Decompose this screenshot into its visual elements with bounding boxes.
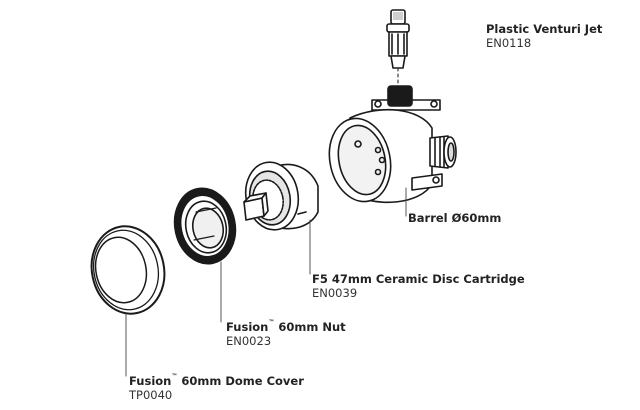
part-name: Plastic Venturi Jet: [486, 22, 603, 36]
part-code: EN0118: [486, 36, 532, 51]
ceramic-cartridge: [243, 161, 319, 231]
dome-cover: [90, 225, 166, 315]
label-nut: Fusion™ 60mm Nut EN0023: [226, 319, 346, 349]
part-name: Barrel Ø60mm: [408, 211, 502, 225]
venturi-jet: [386, 9, 410, 89]
label-dome-cover: Fusion™ 60mm Dome Cover TP0040: [129, 373, 304, 403]
label-barrel: Barrel Ø60mm: [408, 211, 501, 225]
part-code: EN0023: [226, 334, 272, 349]
part-code: TP0040: [129, 388, 173, 403]
part-name-rest: 60mm Dome Cover: [177, 374, 304, 388]
trademark-mark: ™: [171, 373, 178, 380]
part-name: Fusion™ 60mm Dome Cover: [129, 373, 304, 388]
leader-lines: [125, 187, 407, 377]
barrel: [328, 85, 457, 204]
part-name-rest: 60mm Nut: [274, 320, 346, 334]
part-name: Fusion™ 60mm Nut: [226, 319, 346, 334]
label-venturi-jet: Plastic Venturi Jet EN0118: [486, 22, 602, 51]
trademark-mark: ™: [268, 319, 275, 326]
brand-text: Fusion: [226, 320, 269, 334]
brand-text: Fusion: [129, 374, 172, 388]
part-name: F5 47mm Ceramic Disc Cartridge: [312, 272, 525, 286]
label-cartridge: F5 47mm Ceramic Disc Cartridge EN0039: [312, 272, 525, 301]
fusion-nut: [173, 187, 237, 265]
part-code: EN0039: [312, 286, 358, 301]
